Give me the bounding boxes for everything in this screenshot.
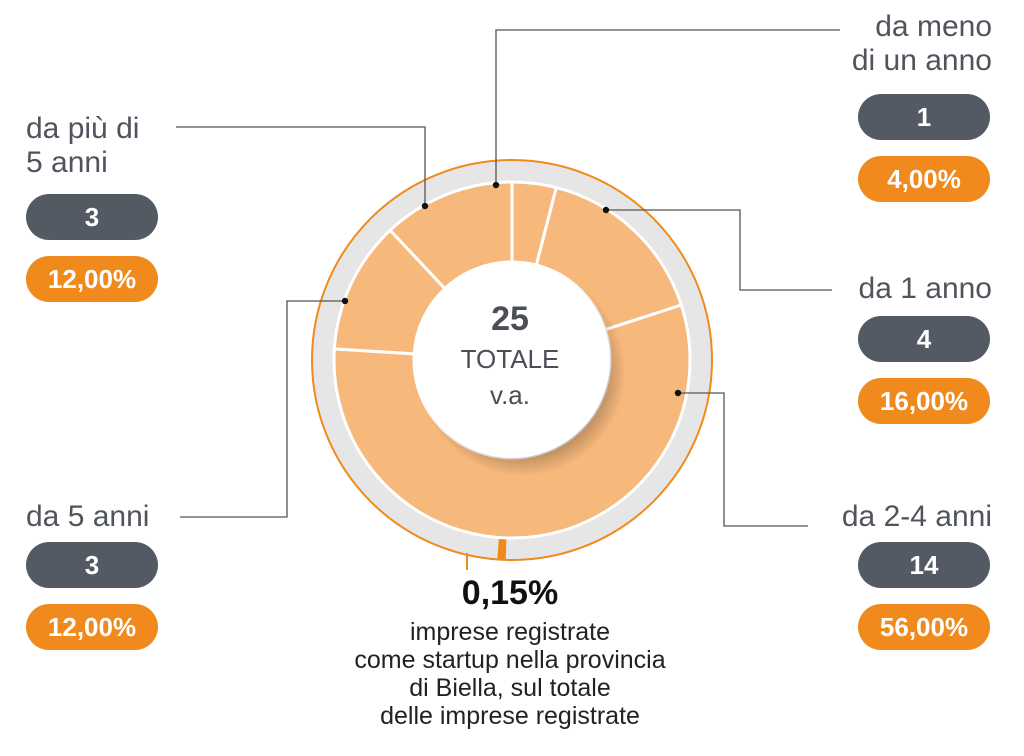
label-five-years: da 5 anni	[26, 500, 150, 533]
total-unit: v.a.	[490, 380, 530, 410]
connector-more-than-five-years-dot	[421, 202, 429, 210]
count-badge-five-years: 3	[26, 542, 158, 588]
connector-five-years-dot	[341, 297, 349, 305]
label-less-than-one-year: da meno di un anno	[851, 10, 992, 77]
label-one-year: da 1 anno	[858, 272, 992, 305]
label-two-four-years: da 2-4 anni	[841, 500, 992, 533]
count-badge-less-than-one-year: 1	[858, 94, 990, 140]
total-label: TOTALE	[460, 344, 560, 374]
connector-one-year-dot	[602, 206, 610, 214]
pct-badge-one-year: 16,00%	[858, 378, 990, 424]
share-value: 0,15%	[461, 574, 559, 612]
pct-badge-more-than-five-years: 12,00%	[26, 256, 158, 302]
center-disc	[414, 262, 610, 458]
label-more-than-five-years: da più di 5 anni	[26, 112, 140, 179]
connector-two-four-years	[678, 392, 808, 527]
connector-more-than-five-years	[176, 126, 426, 206]
pct-badge-two-four-years: 56,00%	[858, 604, 990, 650]
connector-less-than-one-year	[495, 29, 840, 185]
pct-badge-less-than-one-year: 4,00%	[858, 156, 990, 202]
connector-two-four-years-dot	[674, 389, 682, 397]
connector-five-years	[180, 300, 345, 518]
connector-less-than-one-year-dot	[492, 181, 500, 189]
share-caption: imprese registrate come startup nella pr…	[354, 618, 666, 730]
connector-one-year	[606, 209, 832, 291]
count-badge-two-four-years: 14	[858, 542, 990, 588]
count-badge-one-year: 4	[858, 316, 990, 362]
total-value: 25	[491, 300, 529, 338]
count-badge-more-than-five-years: 3	[26, 194, 158, 240]
pct-badge-five-years: 12,00%	[26, 604, 158, 650]
